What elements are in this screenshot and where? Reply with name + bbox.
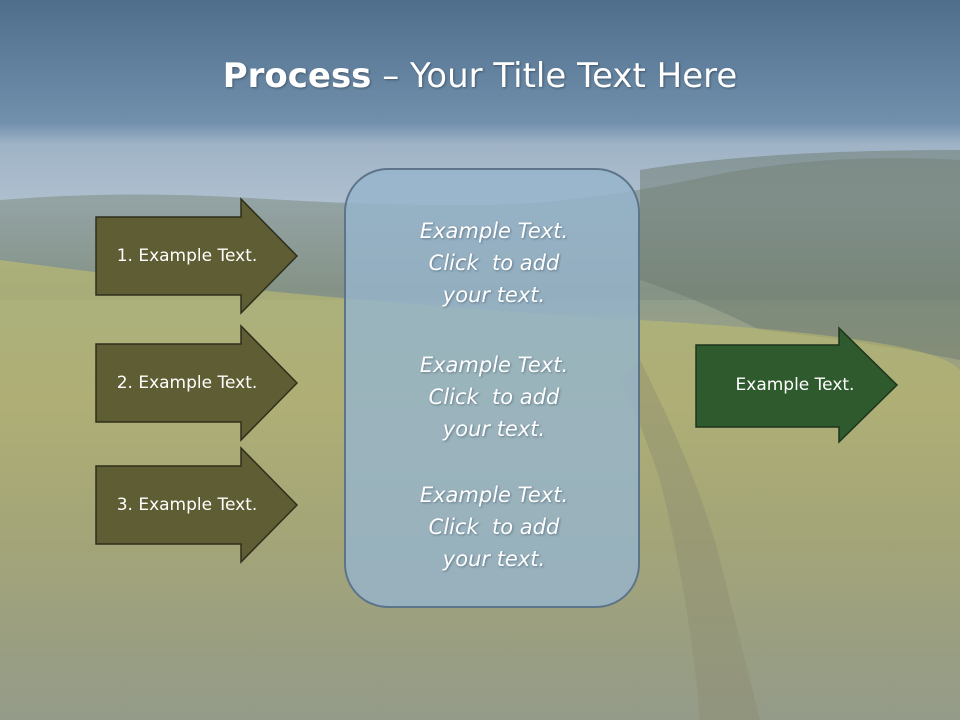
output-arrow: Example Text.	[695, 326, 899, 444]
input-arrow-3-shape	[95, 446, 299, 564]
input-arrow-1: 1. Example Text.	[95, 197, 299, 315]
title-rest: – Your Title Text Here	[371, 56, 738, 96]
input-arrow-2-label: 2. Example Text.	[116, 373, 258, 393]
input-arrow-2-shape	[95, 324, 299, 442]
tree-line	[640, 150, 960, 360]
process-text-block-1: Example Text. Click to add your text.	[346, 215, 642, 311]
process-text-line: your text.	[442, 417, 546, 441]
input-arrow-1-shape	[95, 197, 299, 315]
process-text-block-3: Example Text. Click to add your text.	[346, 479, 642, 575]
input-arrow-3: 3. Example Text.	[95, 446, 299, 564]
process-text-line: Example Text.	[419, 483, 569, 507]
input-arrow-1-label: 1. Example Text.	[116, 246, 258, 266]
process-text-line: your text.	[442, 283, 546, 307]
process-text-line: Click to add	[428, 515, 560, 539]
output-arrow-shape	[695, 326, 899, 444]
field-path	[620, 360, 760, 720]
process-text-line: Example Text.	[419, 353, 569, 377]
process-text-block-2: Example Text. Click to add your text.	[346, 349, 642, 445]
slide-title: Process – Your Title Text Here	[0, 48, 960, 104]
process-text-line: Example Text.	[419, 219, 569, 243]
input-arrow-3-label: 3. Example Text.	[116, 495, 258, 515]
process-text-line: your text.	[442, 547, 546, 571]
title-bold: Process	[222, 56, 372, 96]
process-text-line: Click to add	[428, 251, 560, 275]
process-box: Example Text. Click to add your text. Ex…	[344, 168, 640, 608]
output-arrow-label: Example Text.	[735, 375, 855, 395]
process-text-line: Click to add	[428, 385, 560, 409]
input-arrow-2: 2. Example Text.	[95, 324, 299, 442]
